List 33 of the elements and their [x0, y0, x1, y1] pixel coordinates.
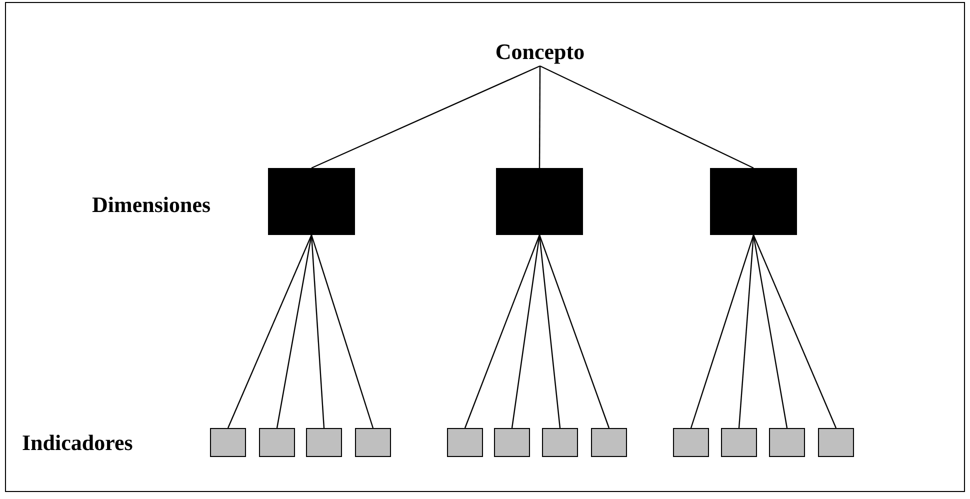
- connector-line: [276, 234, 312, 428]
- connector-line: [752, 234, 788, 428]
- indicator-box: [355, 428, 391, 457]
- indicator-box: [818, 428, 854, 457]
- indicator-box: [673, 428, 709, 457]
- connector-line: [538, 234, 610, 428]
- indicator-box: [306, 428, 342, 457]
- connector-line: [690, 234, 754, 428]
- level-label: Dimensiones: [92, 191, 211, 219]
- connector-line: [310, 234, 374, 428]
- indicator-box: [591, 428, 627, 457]
- dimension-box: [710, 168, 797, 235]
- indicator-box: [542, 428, 578, 457]
- dimension-box: [496, 168, 583, 235]
- concept-label: Concepto: [482, 38, 598, 66]
- indicator-box: [721, 428, 757, 457]
- connector-line: [310, 234, 325, 428]
- dimension-box: [268, 168, 355, 235]
- connector-line: [464, 234, 540, 428]
- connector-line: [311, 65, 540, 169]
- connector-line: [738, 234, 754, 428]
- connector-line: [538, 66, 541, 168]
- indicator-box: [447, 428, 483, 457]
- connector-line: [227, 234, 312, 428]
- connector-line: [540, 65, 754, 169]
- indicator-box: [494, 428, 530, 457]
- connector-line: [538, 234, 561, 428]
- indicator-box: [769, 428, 805, 457]
- indicator-box: [259, 428, 295, 457]
- level-label: Indicadores: [22, 429, 133, 457]
- connector-line: [511, 234, 540, 428]
- connector-line: [752, 234, 837, 428]
- indicator-box: [210, 428, 246, 457]
